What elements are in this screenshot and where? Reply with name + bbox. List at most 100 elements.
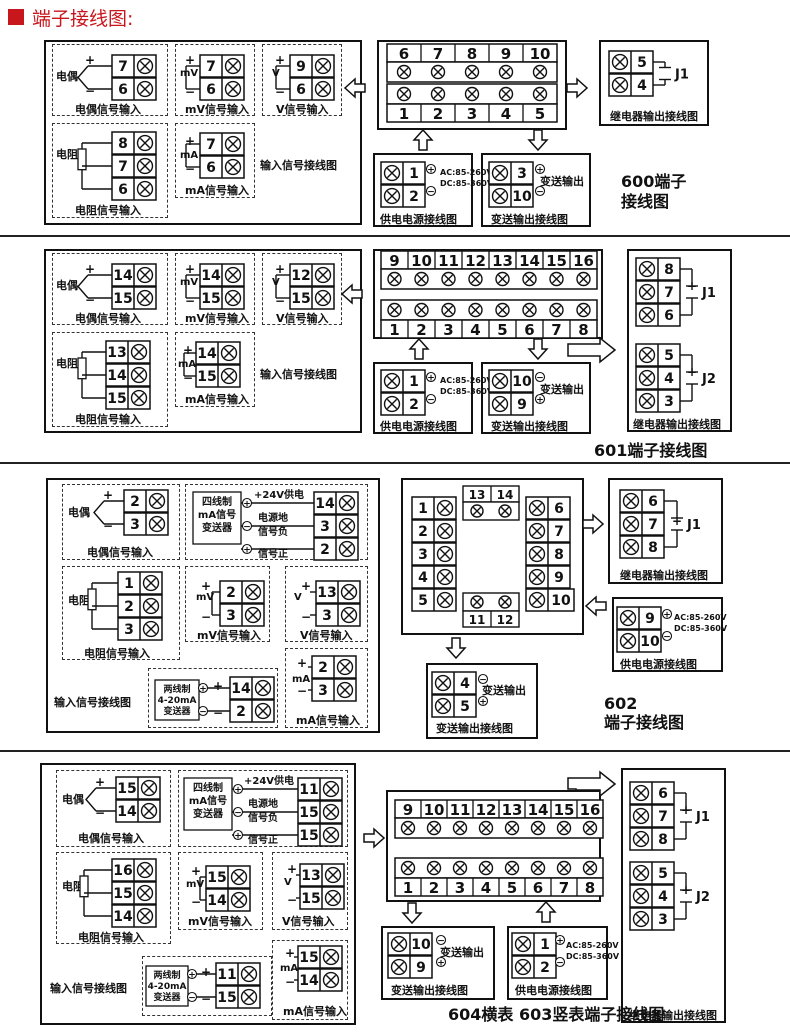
screw-cross <box>151 518 163 530</box>
header-square-icon <box>8 9 24 25</box>
screw-cross <box>641 372 653 384</box>
unit-ma: mA <box>180 150 198 161</box>
terminal-number: 8 <box>585 879 595 897</box>
transmit-out-label: 变送输出 <box>482 683 526 697</box>
polarity-sign: − <box>301 610 311 624</box>
mv-input-box <box>175 44 255 116</box>
terminal-number: 3 <box>664 394 674 410</box>
polarity-circle-icon <box>232 829 244 841</box>
terminal-number: 14 <box>528 801 549 819</box>
screw-cross <box>227 269 239 281</box>
polarity-circle-icon <box>534 163 546 175</box>
screw-cross <box>151 495 163 507</box>
sig-neg-label: 信号负 <box>248 811 278 824</box>
screw-cross <box>531 548 543 560</box>
terminal-number: 8 <box>658 832 668 848</box>
terminal-number: 15 <box>107 391 126 407</box>
terminal-number: 12 <box>291 268 310 284</box>
v-caption: V信号输入 <box>300 629 353 642</box>
polarity-sign: − <box>191 895 201 909</box>
two-wire-label: 变送器 <box>153 991 181 1003</box>
terminal-number: 3 <box>130 517 140 533</box>
terminal-number: 10 <box>424 801 445 819</box>
screw-cross <box>143 805 155 817</box>
polarity-sign: + <box>427 374 435 384</box>
terminal-number: 15 <box>299 805 318 821</box>
terminal-number: 13 <box>469 488 486 502</box>
polarity-sign: − <box>427 188 435 198</box>
polarity-sign: + <box>427 166 435 176</box>
terminal-number: 4 <box>501 105 511 123</box>
terminal-number: 6 <box>648 494 658 510</box>
terminal-number: 5 <box>535 105 545 123</box>
screw-cross <box>227 60 239 72</box>
relay-caption: 继电器输出接线图 <box>610 110 698 123</box>
screw-cross <box>327 892 339 904</box>
polarity-sign: − <box>185 162 195 176</box>
polarity-sign: + <box>234 786 242 796</box>
terminal-block-600 <box>377 40 567 130</box>
terminal-number: 2 <box>320 542 330 558</box>
screw-cross <box>327 869 339 881</box>
polarity-sign: + <box>479 698 487 708</box>
screw-cross <box>622 635 634 647</box>
terminal-number: 7 <box>118 59 128 75</box>
screw-cross <box>635 867 647 879</box>
power-panel-602 <box>612 597 723 672</box>
terminal-number: 7 <box>551 321 561 339</box>
transmit-panel-600 <box>481 153 591 227</box>
arrow-icon <box>567 770 617 798</box>
terminal-number: 8 <box>648 540 658 556</box>
ma-input-box <box>175 123 255 198</box>
screw-cross <box>389 305 400 315</box>
screw-cross <box>386 375 398 387</box>
polarity-circle-icon <box>534 185 546 197</box>
screw-cross <box>145 577 157 589</box>
power-ac: AC:85-260V <box>440 168 493 177</box>
terminal-number: 7 <box>118 159 128 175</box>
polarity-sign: + <box>243 546 251 556</box>
terminal-number: 9 <box>389 252 399 270</box>
screw-cross <box>325 783 337 795</box>
polarity-circle-icon <box>435 934 447 946</box>
polarity-sign: + <box>185 262 195 276</box>
screw-cross <box>622 612 634 624</box>
polarity-circle-icon <box>425 163 437 175</box>
v-input-box <box>285 566 368 642</box>
screw-cross <box>551 274 562 284</box>
screw-cross <box>223 370 235 382</box>
polarity-sign: + <box>183 343 193 357</box>
terminal-number: 14 <box>497 488 514 502</box>
transmit-out-label: 变送输出 <box>440 945 484 959</box>
polarity-sign: − <box>275 294 285 308</box>
polarity-sign: + <box>199 685 207 695</box>
terminal-number: 10 <box>551 593 571 609</box>
transmit-caption: 变送输出接线图 <box>391 984 468 997</box>
screw-cross <box>341 520 353 532</box>
polarity-sign: + <box>85 262 95 276</box>
screw-cross <box>341 543 353 555</box>
polarity-sign: + <box>243 500 251 510</box>
terminal-number: 15 <box>207 870 226 886</box>
screw-cross <box>339 661 351 673</box>
screw-cross <box>481 863 491 873</box>
input-caption: 输入信号接线图 <box>54 696 131 709</box>
terminal-number: 8 <box>467 45 477 63</box>
screw-cross <box>524 305 535 315</box>
screw-cross <box>455 863 465 873</box>
terminal-number: 6 <box>206 82 216 98</box>
rtd-label: 电阻 <box>62 879 84 893</box>
polarity-sign: − <box>556 959 564 969</box>
screw-cross <box>531 571 543 583</box>
terminal-number: 2 <box>429 879 439 897</box>
tc-input-box <box>56 770 171 847</box>
screw-cross <box>139 83 151 95</box>
terminal-number: 10 <box>411 937 431 953</box>
unit-mv: mV <box>180 277 198 288</box>
terminal-number: 9 <box>554 570 564 586</box>
polarity-sign: + <box>275 53 285 67</box>
terminal-number: 11 <box>450 801 471 819</box>
terminal-number: 7 <box>658 809 668 825</box>
relay-caption: 继电器输出接线图 <box>629 1009 717 1022</box>
polarity-sign: + <box>95 775 105 789</box>
